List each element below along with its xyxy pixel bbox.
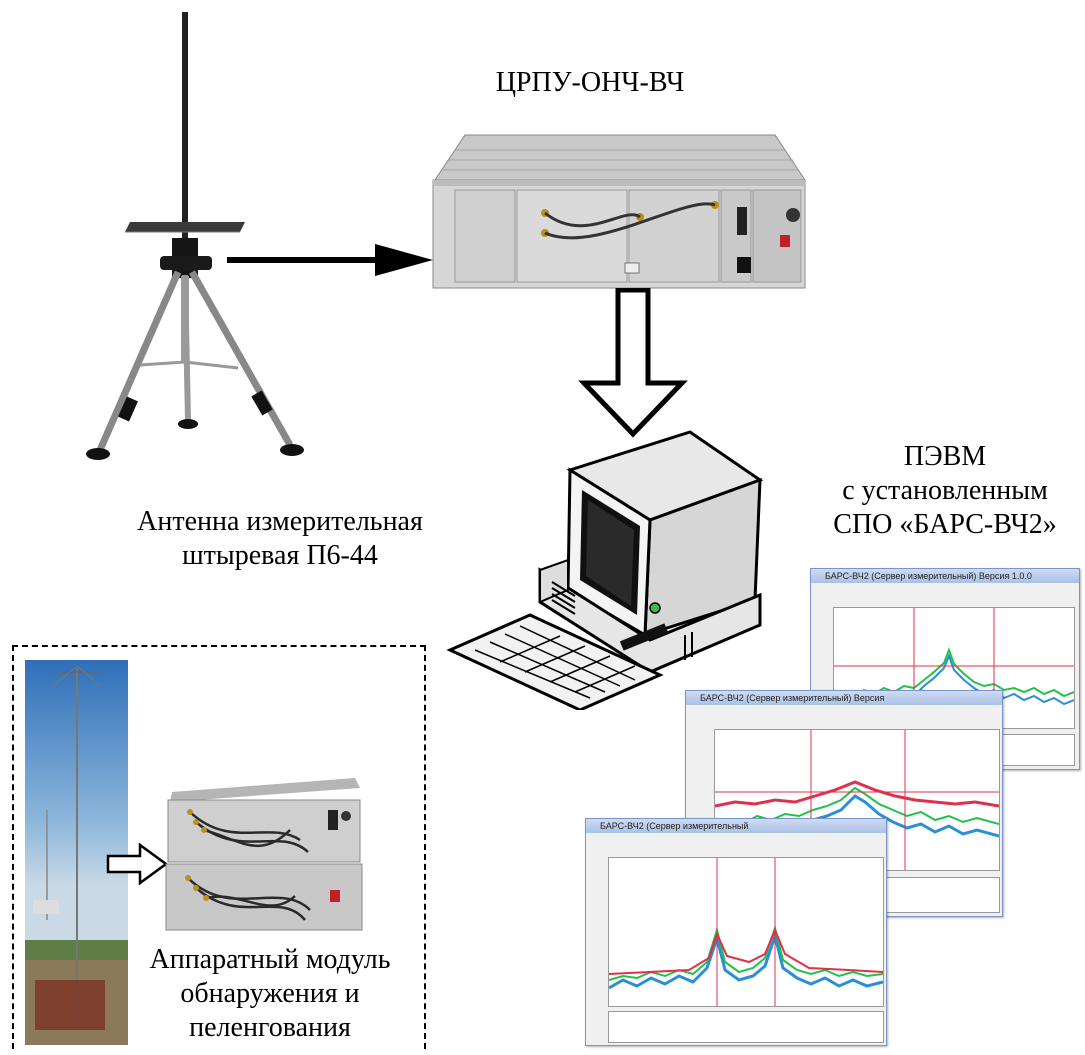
pc-caption: ПЭВМ с установленным СПО «БАРС-ВЧ2» (800, 440, 1085, 542)
arrow-antenna-to-receiver (227, 244, 433, 276)
pc-caption-line-1: ПЭВМ (903, 441, 987, 472)
software-window-middle-title: БАРС-ВЧ2 (Сервер измерительный) Версия (686, 691, 1002, 705)
detection-module-image (165, 778, 363, 931)
spectrum-trace-front (608, 858, 884, 1006)
software-window-front-title: БАРС-ВЧ2 (Сервер измерительный (586, 819, 886, 833)
arrow-receiver-to-pc (578, 288, 688, 438)
antenna-caption: Антенна измерительная штыревая П6-44 (90, 505, 470, 573)
module-caption: Аппаратный модуль обнаружения и пеленгов… (110, 943, 430, 1045)
mast-antenna-photo (25, 660, 128, 1045)
arrow-mast-to-module (106, 842, 169, 886)
pc-caption-line-2: с установленным (842, 475, 1048, 506)
module-caption-line-1: Аппаратный модуль (149, 944, 391, 975)
receiver-rack-image (432, 134, 806, 289)
antenna-caption-line-1: Антенна измерительная (137, 506, 423, 537)
software-window-front: БАРС-ВЧ2 (Сервер измерительный (585, 818, 887, 1046)
measurement-table-front (608, 1011, 884, 1043)
software-window-back-title: БАРС-ВЧ2 (Сервер измерительный) Версия 1… (811, 569, 1079, 583)
detection-module-frame (12, 645, 426, 1049)
antenna-caption-line-2: штыревая П6-44 (182, 540, 378, 571)
pc-caption-line-3: СПО «БАРС-ВЧ2» (833, 509, 1057, 540)
module-caption-line-2: обнаружения и (180, 978, 360, 1009)
pc-computer-image (446, 430, 764, 710)
receiver-title: ЦРПУ-ОНЧ-ВЧ (495, 67, 685, 98)
spectrum-plot-front (608, 857, 884, 1007)
module-caption-line-3: пеленгования (189, 1012, 351, 1043)
antenna-tripod-image (86, 12, 304, 460)
